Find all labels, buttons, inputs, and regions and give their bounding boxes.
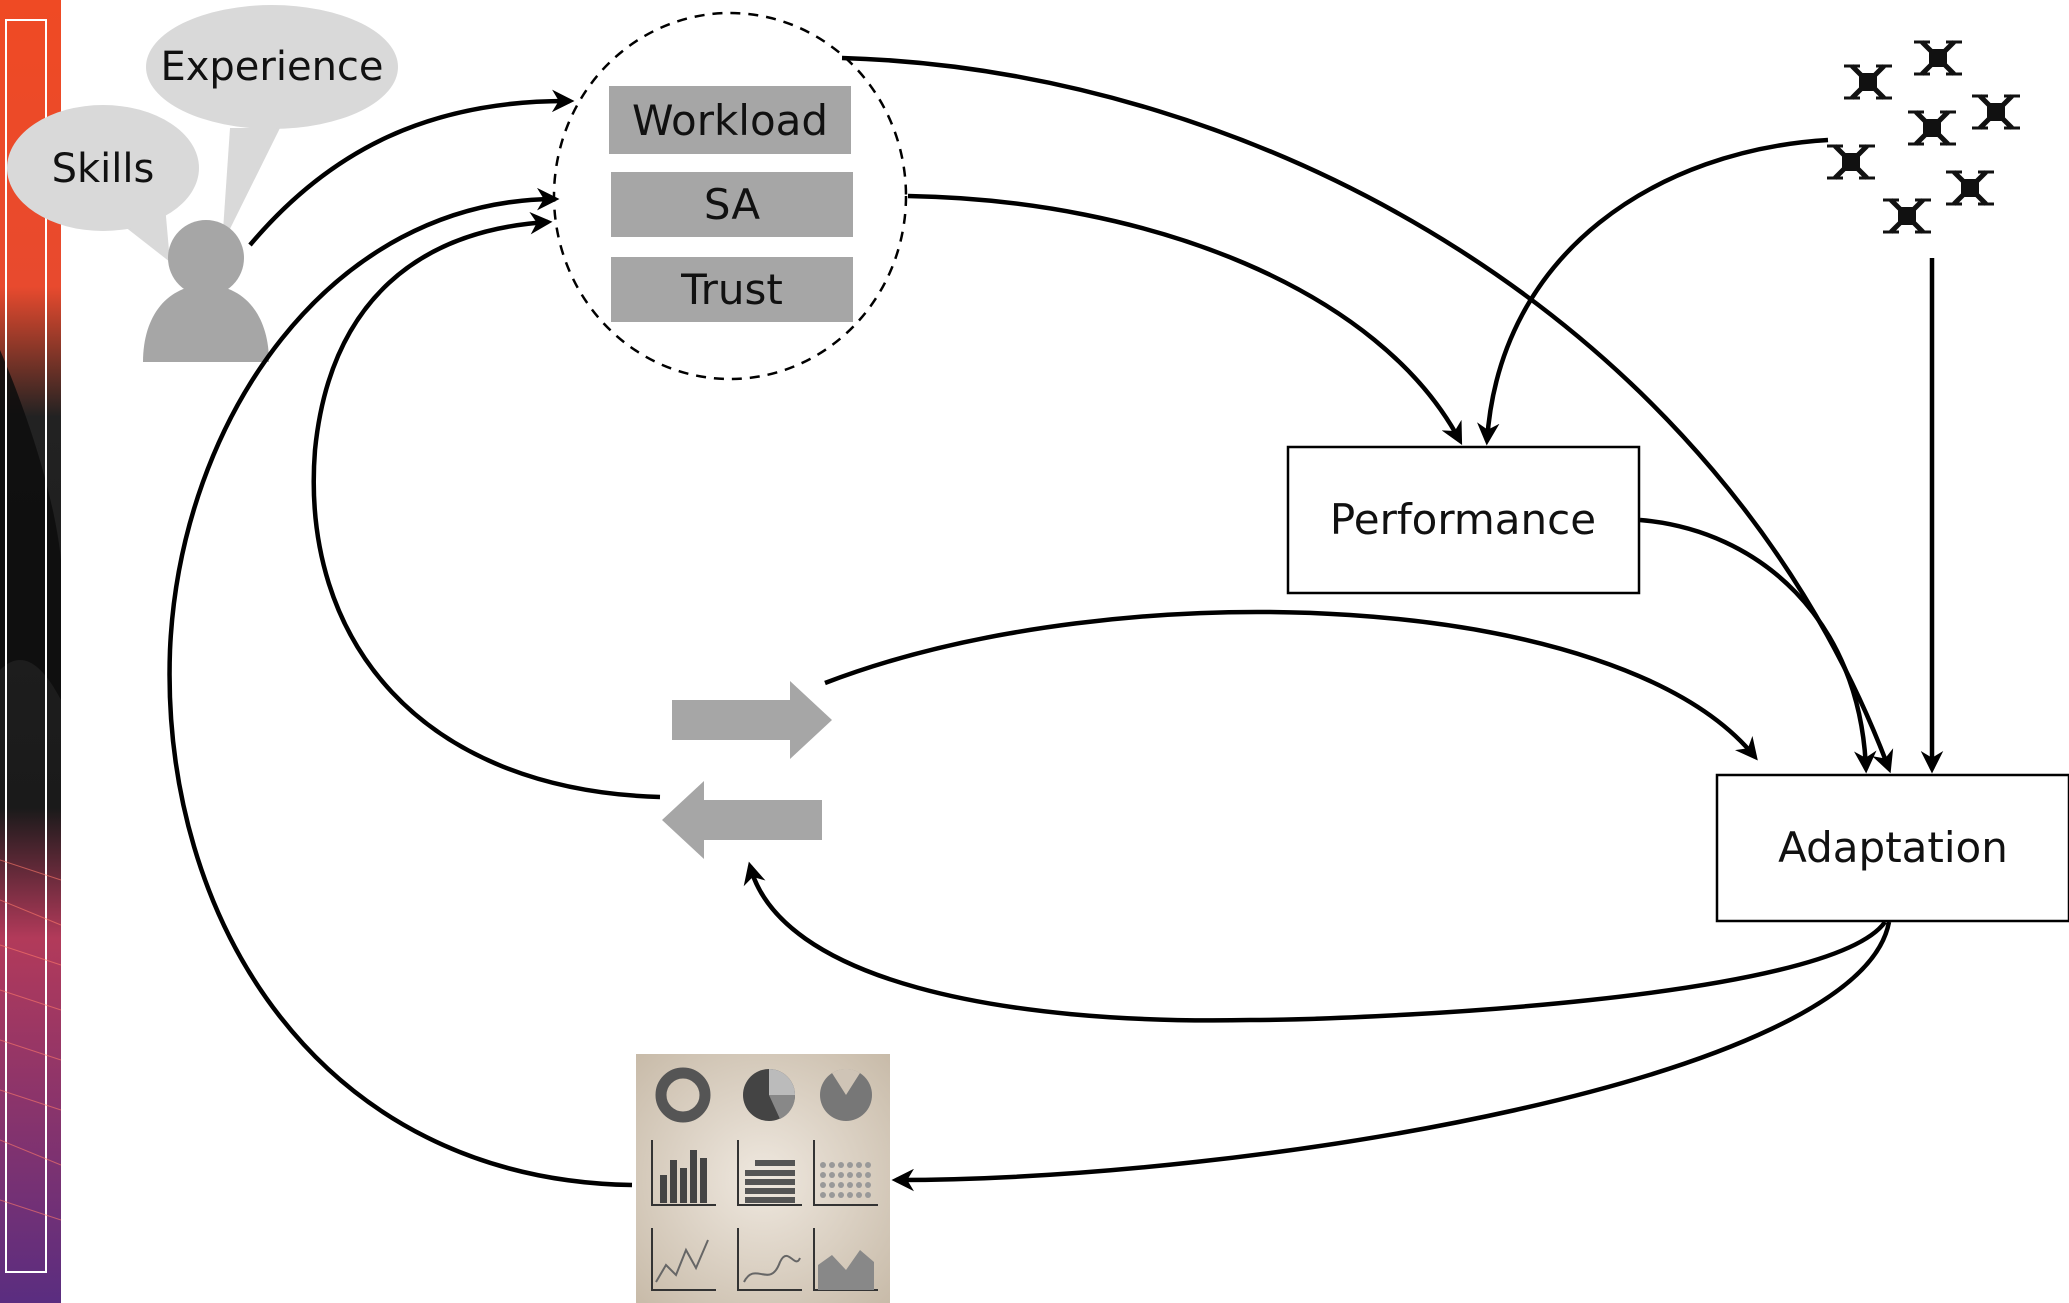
dashboard-charts-icon [636,1054,890,1303]
right-arrow-icon [672,681,832,759]
edge-sa-to-performance [907,193,1463,445]
adaptation-node: Adaptation [1715,773,2069,923]
person-icon [143,220,269,362]
edge-drones-to-performance [1477,137,1829,446]
drone-icon [1914,40,1962,76]
edge-performance-to-adaptation [1639,517,1877,774]
performance-node: Performance [1286,445,1641,595]
sa-label: SA [704,180,760,229]
speech-bubble-skills: Skills [7,105,199,262]
drone-icon [1844,64,1892,100]
skills-label: Skills [52,146,155,192]
edge-interface-to-operator-state [311,211,661,800]
trust-label: Trust [680,265,783,314]
sa-box [611,172,853,237]
adaptation-label: Adaptation [1778,823,2008,872]
workload-label: Workload [632,96,828,145]
workload-box [609,86,851,154]
edge-person-to-operator-state [248,89,575,247]
drone-icon [1972,94,2020,130]
experience-label: Experience [160,44,383,90]
diagram-edges [167,55,1944,1192]
edge-adaptation-to-dashboard [891,921,1892,1192]
bidirectional-arrows-icon [662,681,832,859]
edge-dashboard-to-operator-state [167,187,633,1188]
edge-adaptation-to-interface [743,861,1887,1023]
drone-icon [1827,144,1875,180]
drone-icon [1883,198,1931,234]
edge-operator-state-to-adaptation [841,55,1894,774]
operator-state-group: Workload SA Trust [552,11,908,381]
drone-swarm-icon [1827,40,2020,234]
performance-label: Performance [1330,495,1596,544]
drone-icon [1908,110,1956,146]
speech-bubble-experience: Experience [146,5,398,245]
drone-icon [1946,170,1994,206]
trust-box [611,257,853,322]
left-arrow-icon [662,781,822,859]
edge-interface-to-adaptation [824,609,1758,761]
